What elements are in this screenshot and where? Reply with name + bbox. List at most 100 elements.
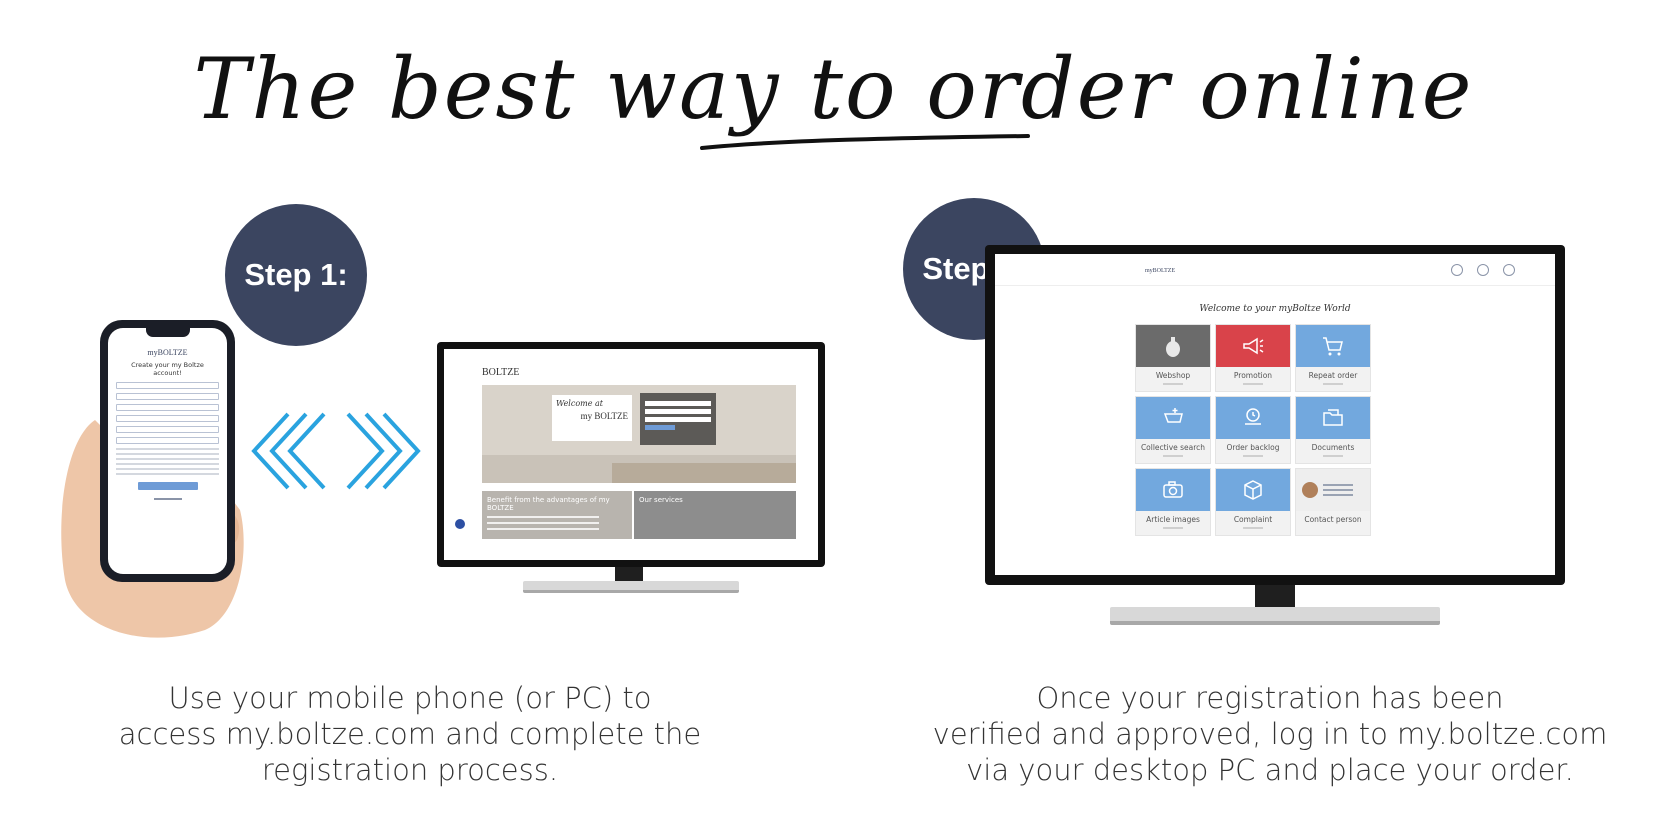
login-username-field[interactable] bbox=[645, 401, 711, 406]
step-1-badge: Step 1: bbox=[225, 204, 367, 346]
welcome-text: Welcome at bbox=[556, 399, 604, 408]
phone-title: Create your my Boltze account! bbox=[131, 361, 204, 377]
benefits-card[interactable]: Benefit from the advantages of my BOLTZE bbox=[482, 491, 632, 539]
tile-collective-search[interactable]: Collective search bbox=[1135, 396, 1211, 464]
welcome-box: Welcome at my BOLTZE bbox=[552, 395, 632, 441]
caption-line: access my.boltze.com and complete the bbox=[118, 717, 702, 751]
vase-icon bbox=[1166, 337, 1180, 357]
tile-label: Complaint bbox=[1233, 515, 1273, 524]
tile-order-backlog-header bbox=[1216, 397, 1290, 439]
cart-icon[interactable] bbox=[1503, 264, 1515, 276]
hero-shelf bbox=[612, 463, 796, 483]
caption-line: registration process. bbox=[261, 753, 559, 787]
tile-documents-header bbox=[1296, 397, 1370, 439]
monitor-base bbox=[1110, 607, 1440, 625]
phone-field[interactable] bbox=[116, 382, 219, 389]
step-1-caption: Use your mobile phone (or PC) to access … bbox=[110, 680, 710, 788]
services-card-title: Our services bbox=[639, 496, 683, 504]
megaphone-icon bbox=[1243, 337, 1264, 355]
monitor-bezel: myBOLTZE Welcome to your myBoltze World … bbox=[985, 245, 1565, 585]
phone-text bbox=[116, 463, 219, 465]
tile-sub bbox=[1243, 527, 1263, 529]
phone-field[interactable] bbox=[116, 393, 219, 400]
tile-promotion-header bbox=[1216, 325, 1290, 367]
phone-text bbox=[116, 473, 219, 475]
screen-topbar: myBOLTZE bbox=[995, 254, 1555, 286]
tile-label: Collective search bbox=[1140, 443, 1206, 452]
monitor-neck bbox=[1255, 585, 1295, 607]
phone-text bbox=[116, 468, 219, 470]
tile-label: Article images bbox=[1146, 515, 1200, 524]
tile-contact-person[interactable]: Contact person bbox=[1295, 468, 1371, 536]
phone-link[interactable] bbox=[153, 498, 182, 500]
tile-complaint[interactable]: Complaint bbox=[1215, 468, 1291, 536]
monitor-dashboard: myBOLTZE Welcome to your myBoltze World … bbox=[985, 245, 1565, 635]
screen-logo: BOLTZE bbox=[482, 367, 520, 378]
contact-details bbox=[1323, 481, 1353, 499]
tile-sub bbox=[1163, 455, 1183, 457]
benefits-card-lines bbox=[487, 516, 627, 530]
tile-label: Repeat order bbox=[1308, 371, 1358, 380]
folder-icon bbox=[1323, 409, 1343, 426]
camera-icon bbox=[1163, 481, 1183, 498]
monitor-base bbox=[523, 581, 739, 593]
cart-plus-icon bbox=[1163, 408, 1183, 423]
tile-repeat-order[interactable]: Repeat order bbox=[1295, 324, 1371, 392]
chat-icon[interactable] bbox=[455, 519, 465, 529]
tile-label: Order backlog bbox=[1226, 443, 1280, 452]
user-icon[interactable] bbox=[1451, 264, 1463, 276]
tile-complaint-header bbox=[1216, 469, 1290, 511]
avatar bbox=[1302, 482, 1318, 498]
phone-illustration: myBOLTZE Create your my Boltze account! bbox=[55, 320, 305, 638]
monitor-bezel: BOLTZE Welcome at my BOLTZE Benefit from… bbox=[437, 342, 825, 567]
headline: The best way to order online bbox=[193, 40, 1474, 138]
welcome-brand: my BOLTZE bbox=[580, 411, 628, 421]
chevron-left-icon bbox=[251, 412, 326, 490]
caption-line: via your desktop PC and place your order… bbox=[966, 753, 1574, 787]
screen-nav bbox=[1451, 264, 1515, 276]
tile-sub bbox=[1243, 455, 1263, 457]
headline-underline bbox=[700, 134, 1030, 150]
tile-article-images[interactable]: Article images bbox=[1135, 468, 1211, 536]
phone-field[interactable] bbox=[116, 404, 219, 411]
tile-sub bbox=[1323, 455, 1343, 457]
caption-line: Once your registration has been bbox=[1036, 681, 1504, 715]
tile-collective-search-header bbox=[1136, 397, 1210, 439]
screen-logo: myBOLTZE bbox=[1145, 268, 1176, 274]
caption-line: Use your mobile phone (or PC) to bbox=[168, 681, 652, 715]
tile-article-images-header bbox=[1136, 469, 1210, 511]
step-2-caption: Once your registration has been verified… bbox=[930, 680, 1610, 788]
hero-banner: Welcome at my BOLTZE bbox=[482, 385, 796, 483]
monitor-screen: myBOLTZE Welcome to your myBoltze World … bbox=[995, 254, 1555, 575]
login-field[interactable] bbox=[645, 417, 711, 422]
phone-text bbox=[116, 448, 219, 450]
tile-webshop[interactable]: Webshop bbox=[1135, 324, 1211, 392]
services-card[interactable]: Our services bbox=[634, 491, 796, 539]
tile-sub bbox=[1163, 527, 1183, 529]
phone-text bbox=[116, 453, 219, 455]
tile-promotion[interactable]: Promotion bbox=[1215, 324, 1291, 392]
phone-field[interactable] bbox=[116, 437, 219, 444]
caption-line: verified and approved, log in to my.bolt… bbox=[932, 717, 1608, 751]
phone-field[interactable] bbox=[116, 415, 219, 422]
phone-notch bbox=[146, 328, 190, 337]
tile-sub bbox=[1243, 383, 1263, 385]
login-button[interactable] bbox=[645, 425, 675, 430]
tile-label: Promotion bbox=[1233, 371, 1273, 380]
phone-field[interactable] bbox=[116, 426, 219, 433]
tile-sub bbox=[1163, 383, 1183, 385]
bell-icon[interactable] bbox=[1477, 264, 1489, 276]
tile-documents[interactable]: Documents bbox=[1295, 396, 1371, 464]
tile-order-backlog[interactable]: Order backlog bbox=[1215, 396, 1291, 464]
phone-submit-button[interactable] bbox=[137, 482, 198, 490]
tile-label: Contact person bbox=[1304, 515, 1362, 524]
hero-wall bbox=[482, 385, 796, 455]
benefits-card-title: Benefit from the advantages of my BOLTZE bbox=[487, 496, 610, 512]
dashboard-welcome: Welcome to your myBoltze World bbox=[1199, 304, 1351, 314]
dashboard-tiles: Webshop Promotion Repeat order bbox=[1135, 324, 1371, 536]
login-password-field[interactable] bbox=[645, 409, 711, 414]
box-icon bbox=[1244, 480, 1262, 500]
tile-sub bbox=[1323, 383, 1343, 385]
cart-icon bbox=[1323, 337, 1343, 356]
monitor-screen: BOLTZE Welcome at my BOLTZE Benefit from… bbox=[444, 349, 818, 560]
